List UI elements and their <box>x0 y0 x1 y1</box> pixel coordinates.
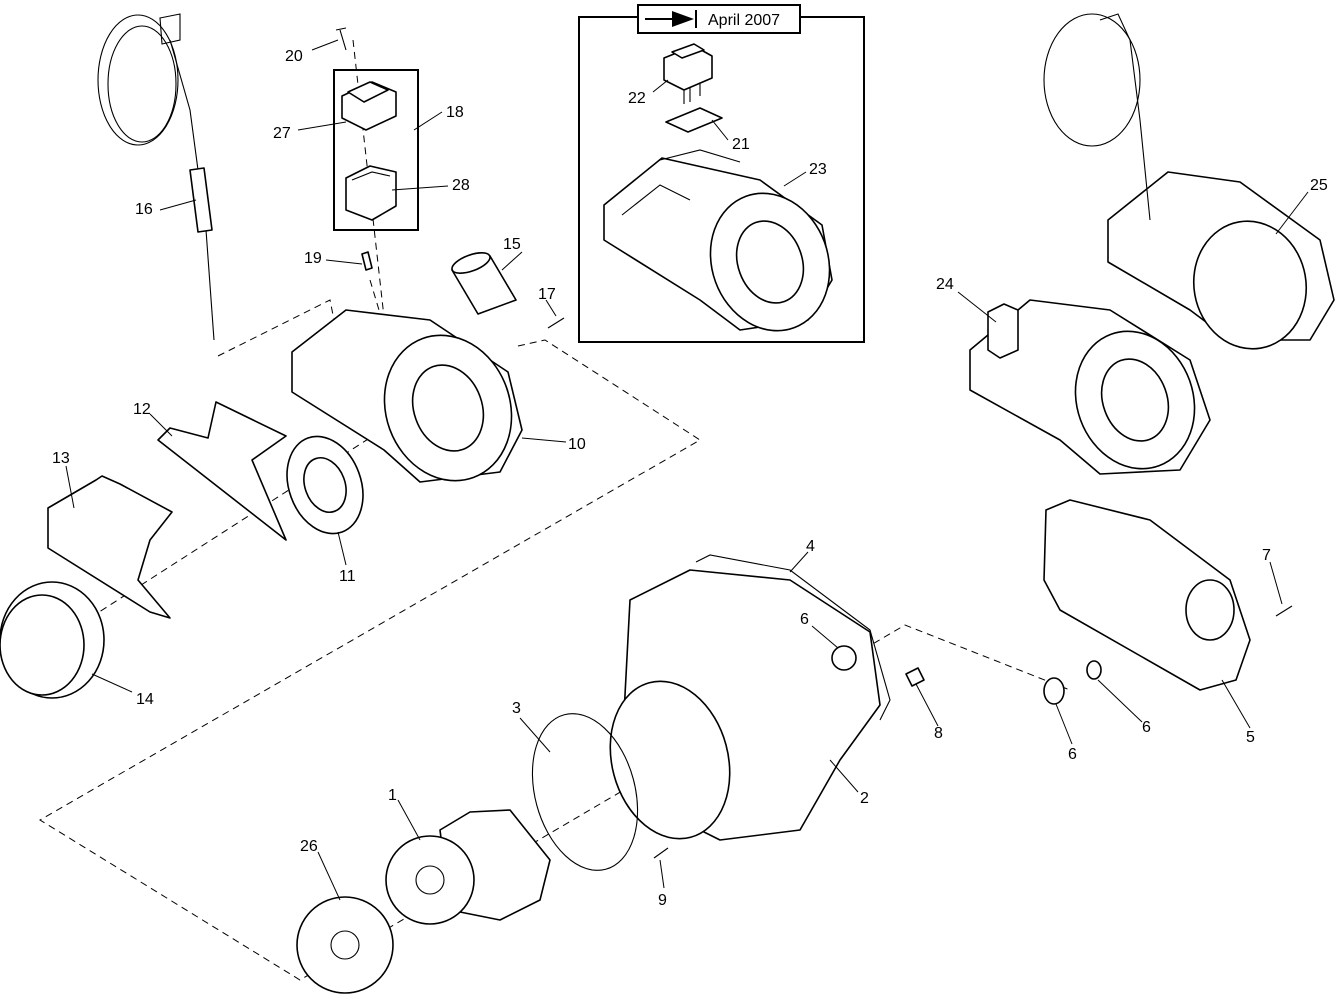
callout-14: 14 <box>136 691 154 708</box>
callout-20: 20 <box>285 48 303 65</box>
callout-17: 17 <box>538 286 556 303</box>
callout-11: 11 <box>339 568 356 585</box>
part-27-switch <box>341 81 397 131</box>
callout-23: 23 <box>809 161 827 178</box>
callout-9: 9 <box>658 892 667 909</box>
callout-labels: 20 27 18 28 19 16 22 21 23 17 15 10 12 1… <box>52 48 1328 909</box>
part-12-gasket <box>157 401 287 541</box>
part-3-gasket <box>531 713 639 871</box>
inset-frame: April 2007 <box>578 4 865 343</box>
callout-27: 27 <box>273 125 291 142</box>
part-24-housing <box>969 299 1211 475</box>
part-17-screw <box>547 317 565 329</box>
callout-6-nut: 6 <box>1142 719 1151 736</box>
callout-1: 1 <box>388 787 397 804</box>
callout-6-washer: 6 <box>1068 746 1077 763</box>
part-13-panel <box>47 475 173 619</box>
callout-8: 8 <box>934 725 943 742</box>
part-2-motor-housing <box>609 569 881 841</box>
callout-3: 3 <box>512 700 521 717</box>
part-15-capacitor <box>451 252 517 315</box>
callout-7: 7 <box>1262 547 1271 564</box>
callout-22: 22 <box>628 90 646 107</box>
part-19-connector <box>361 251 373 271</box>
part-20-screw <box>335 27 347 51</box>
part-4-gasket <box>695 554 891 721</box>
callout-25: 25 <box>1310 177 1328 194</box>
callout-10: 10 <box>568 436 586 453</box>
part-25-housing-with-cord <box>1043 13 1335 350</box>
callout-26: 26 <box>300 838 318 855</box>
part-8-bolt <box>905 667 925 687</box>
part-23-housing <box>603 149 833 332</box>
part-14-cover <box>0 581 105 699</box>
callout-6-gear: 6 <box>800 611 809 628</box>
part-26-fan <box>296 896 394 994</box>
switch-assembly-frame <box>333 69 419 231</box>
callout-19: 19 <box>304 250 322 267</box>
part-22-switch <box>663 43 713 104</box>
part-16-power-cord <box>97 13 215 341</box>
callout-21: 21 <box>732 136 750 153</box>
callout-5: 5 <box>1246 729 1255 746</box>
part-11-ring <box>286 435 364 535</box>
part-10-housing <box>291 309 523 483</box>
part-7-screw <box>1275 605 1293 617</box>
part-9-screw <box>653 847 669 859</box>
revision-date-label: April 2007 <box>708 12 780 29</box>
callout-2: 2 <box>860 790 869 807</box>
part-5-cover <box>1043 499 1251 691</box>
part-28-mount <box>345 165 397 221</box>
part-6-gear <box>831 645 857 671</box>
callout-24: 24 <box>936 276 954 293</box>
part-6-washer <box>1043 677 1065 705</box>
callout-18: 18 <box>446 104 464 121</box>
callout-16: 16 <box>135 201 153 218</box>
part-21-gasket <box>665 107 723 133</box>
callout-28: 28 <box>452 177 470 194</box>
part-1-motor <box>385 809 551 925</box>
callout-4: 4 <box>806 538 815 555</box>
leader-lines <box>65 39 1309 901</box>
callout-12: 12 <box>133 401 151 418</box>
callout-15: 15 <box>503 236 521 253</box>
arrow-right-icon <box>672 11 694 27</box>
callout-13: 13 <box>52 450 70 467</box>
part-6-nut <box>1086 660 1102 680</box>
